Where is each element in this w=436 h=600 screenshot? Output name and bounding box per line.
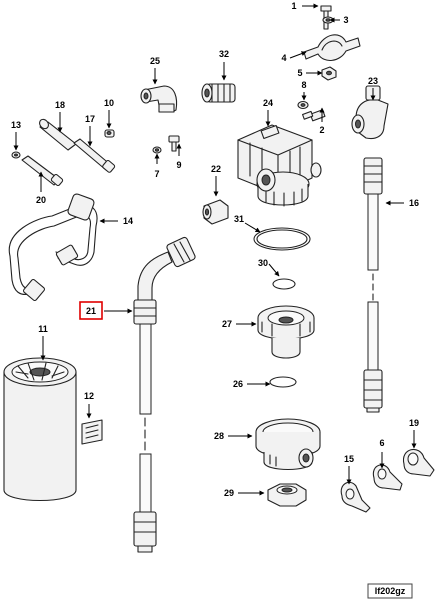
highlight-box-21	[79, 301, 103, 320]
part-26-o-ring	[269, 376, 297, 388]
part-14-hose	[8, 193, 98, 302]
part-21-hose	[133, 236, 196, 553]
callout-19: 19	[409, 418, 419, 428]
part-7-washer	[152, 146, 162, 154]
part-23-elbow	[351, 85, 389, 140]
part-12-label	[81, 419, 103, 445]
callout-17: 17	[85, 114, 95, 124]
part-25-elbow	[140, 85, 178, 113]
callout-7: 7	[154, 169, 159, 179]
callout-25: 25	[150, 56, 160, 66]
part-32-fitting	[201, 83, 236, 103]
part-19-clamp	[402, 448, 435, 477]
part-13-washer	[11, 151, 21, 159]
callout-28: 28	[214, 431, 224, 441]
reference-tag-text: lf202gz	[375, 586, 406, 596]
part-20-tube	[21, 155, 64, 187]
part-15-clamp	[340, 481, 371, 513]
callout-10: 10	[104, 98, 114, 108]
part-24-filter-head	[237, 124, 322, 207]
reference-tag: lf202gz	[367, 583, 413, 599]
callout-13: 13	[11, 120, 21, 130]
part-4-clamp	[303, 34, 361, 61]
part-30-o-ring	[272, 278, 296, 290]
callout-11: 11	[38, 324, 48, 334]
part-6-clamp	[372, 464, 403, 491]
part-5-nut	[321, 66, 337, 81]
callout-2: 2	[319, 125, 324, 135]
callout-4: 4	[281, 53, 286, 63]
callout-23: 23	[368, 76, 378, 86]
part-2-bolt	[302, 109, 326, 122]
part-16-hose	[363, 157, 383, 413]
part-9-screw	[168, 135, 180, 152]
callout-32: 32	[219, 49, 229, 59]
callout-30: 30	[258, 258, 268, 268]
callout-9: 9	[176, 160, 181, 170]
callout-3: 3	[343, 15, 348, 25]
part-17-tube	[73, 138, 116, 173]
callout-6: 6	[379, 438, 384, 448]
callout-31: 31	[234, 214, 244, 224]
callout-5: 5	[297, 68, 302, 78]
callout-26: 26	[233, 379, 243, 389]
callout-8: 8	[301, 80, 306, 90]
callout-18: 18	[55, 100, 65, 110]
callout-15: 15	[344, 454, 354, 464]
callout-1: 1	[291, 1, 296, 11]
part-27-adapter	[257, 305, 315, 359]
callout-29: 29	[224, 488, 234, 498]
callout-21: 21	[86, 306, 96, 316]
callout-labels: 1 2 3 4 5 6 7 8 9 10 11 12 13 14 15 16 1…	[11, 1, 419, 498]
callout-16: 16	[409, 198, 419, 208]
part-22-fitting	[202, 199, 229, 225]
callout-14: 14	[123, 216, 133, 226]
callout-12: 12	[84, 391, 94, 401]
part-29-nut	[267, 483, 307, 507]
part-18-hose	[39, 118, 77, 151]
part-8-washer	[297, 100, 309, 110]
part-11-filter	[3, 357, 77, 502]
callout-22: 22	[211, 164, 221, 174]
callout-27: 27	[222, 319, 232, 329]
callout-24: 24	[263, 98, 273, 108]
callout-20: 20	[36, 195, 46, 205]
part-10-nipple	[104, 129, 115, 138]
part-31-o-ring	[253, 227, 311, 251]
leader-lines	[13, 3, 417, 496]
part-28-bowl	[255, 418, 321, 470]
